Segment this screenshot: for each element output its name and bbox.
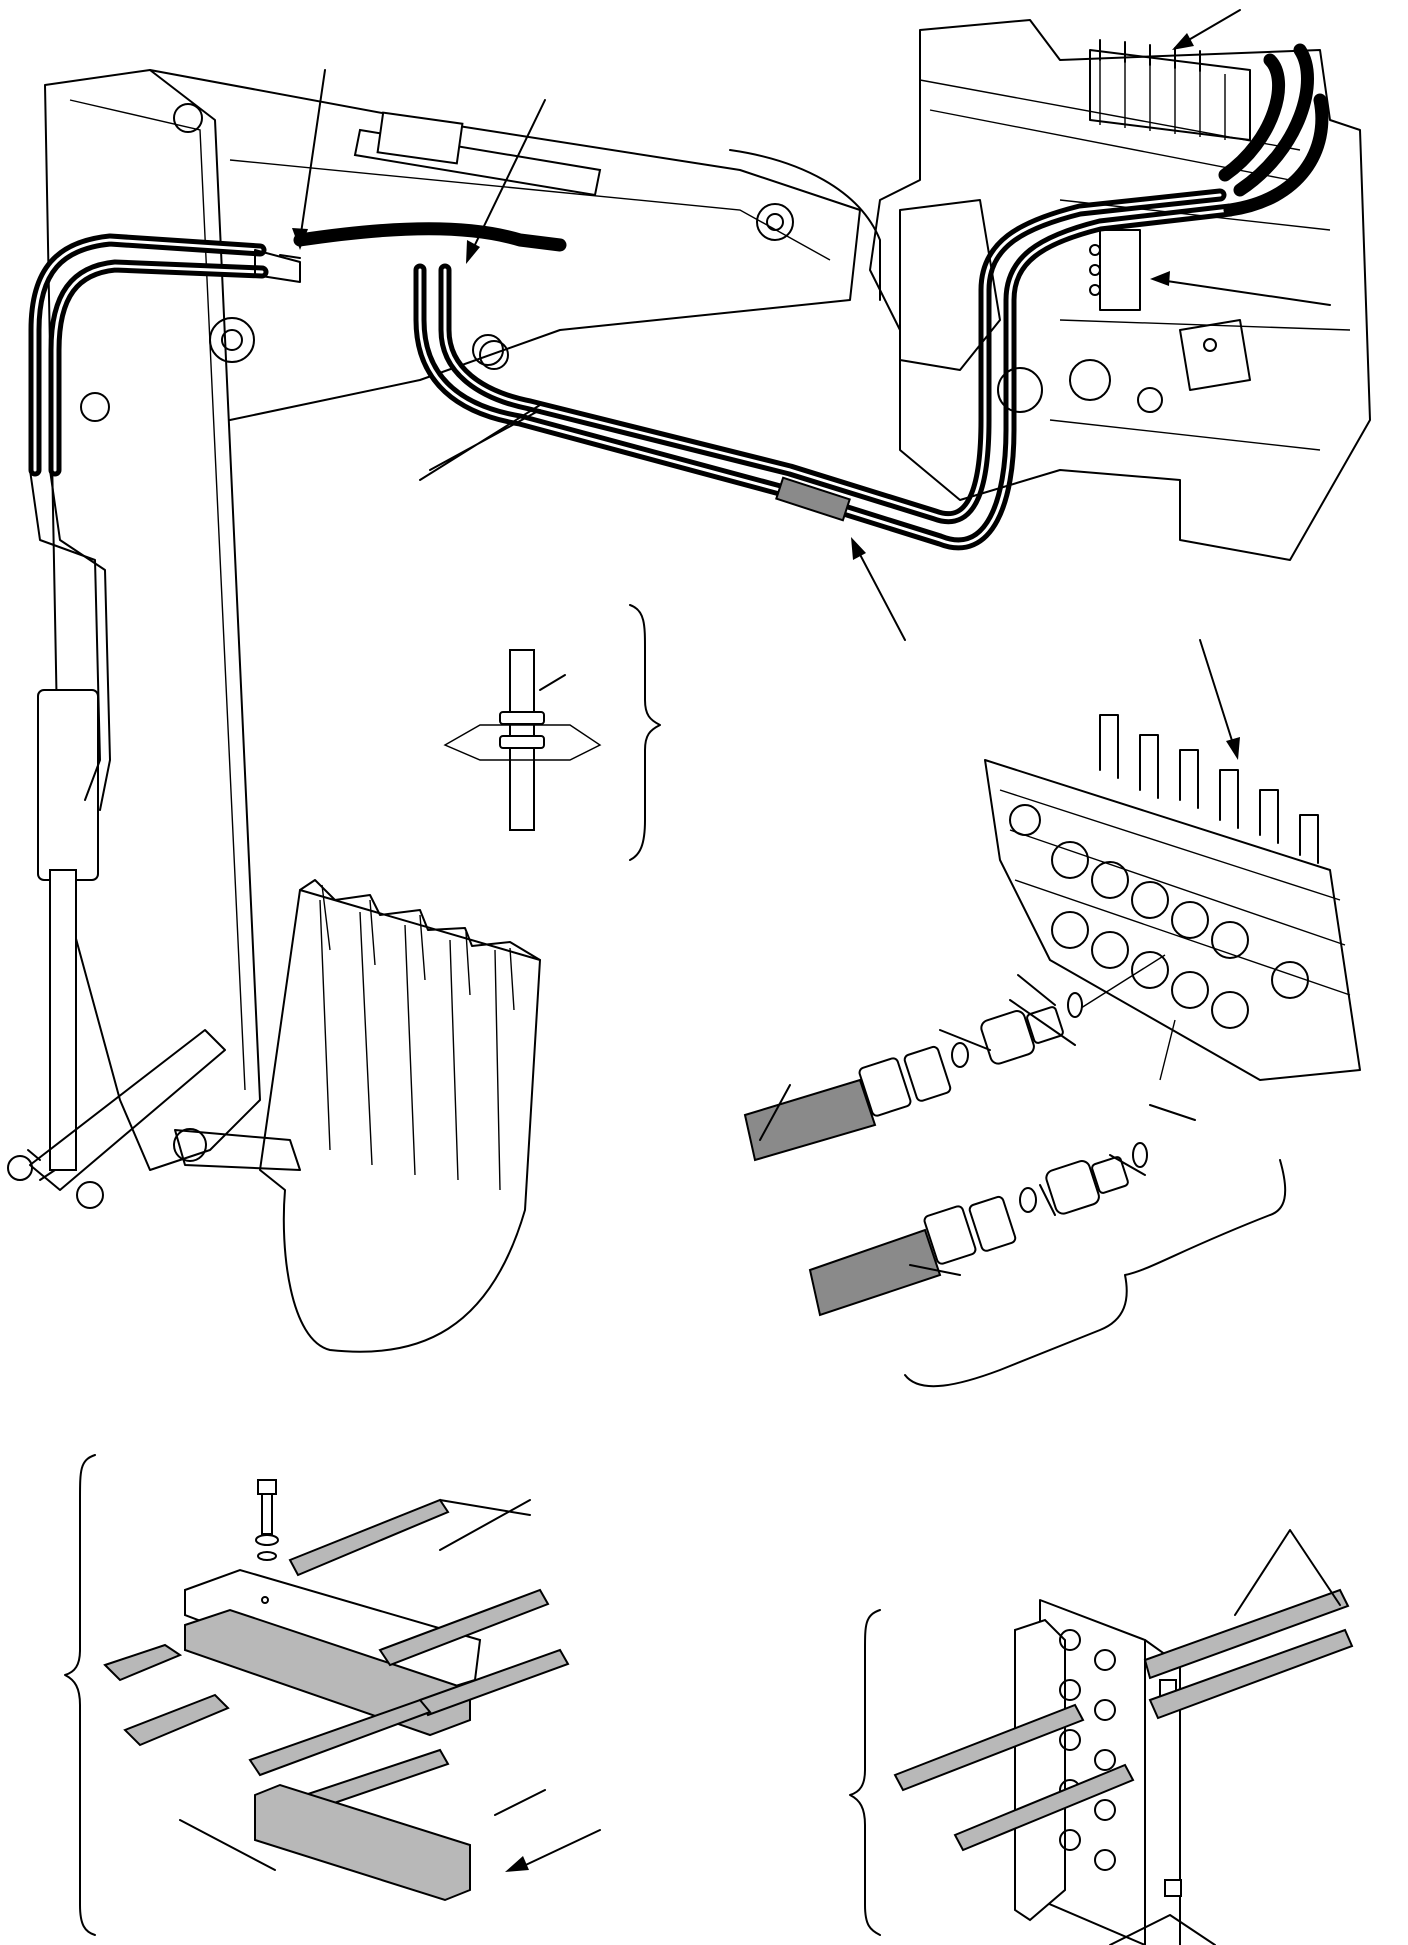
bulkhead-fitting-detail [443,604,661,861]
control-valve-detail [743,714,1361,1388]
clamp-plate-detail [849,1529,1354,1945]
clamp-block-detail [64,1454,570,1936]
swing-frame [869,19,1371,561]
boom-arm-assembly [7,69,881,1353]
leader-arrows [292,9,1331,1872]
bucket-cylinder-hoses [27,233,269,1181]
